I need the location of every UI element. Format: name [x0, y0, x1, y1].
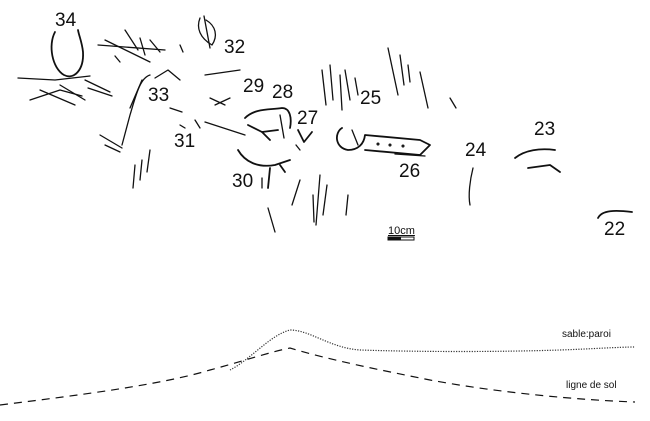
- engraving-30: [237, 149, 301, 233]
- engraving-29: [204, 69, 241, 106]
- wall-profile-line: [229, 329, 636, 371]
- engraving-26: [336, 127, 431, 157]
- label-34: 34: [55, 10, 77, 31]
- engraving-27: [295, 129, 313, 151]
- engraving-34: [17, 29, 113, 106]
- label-25: 25: [360, 88, 382, 109]
- engraving-31: [132, 97, 246, 189]
- label-26: 26: [399, 161, 421, 182]
- engraving-28: [244, 107, 292, 141]
- engraving-25: [312, 47, 457, 226]
- engraving-24: [468, 167, 474, 206]
- ground-line: [0, 347, 636, 406]
- label-23: 23: [534, 119, 556, 140]
- ground-label: ligne de sol: [566, 380, 617, 391]
- label-24: 24: [465, 140, 487, 161]
- scale-label: 10cm: [388, 225, 415, 237]
- label-30: 30: [232, 171, 254, 192]
- label-31: 31: [174, 131, 196, 152]
- scale-bar: [387, 236, 415, 241]
- label-32: 32: [224, 37, 246, 58]
- label-28: 28: [272, 82, 294, 103]
- label-27: 27: [297, 108, 319, 129]
- engraving-22: [597, 210, 633, 219]
- engraving-33: [99, 69, 183, 153]
- engraving-hatch-top: [97, 29, 166, 63]
- label-29: 29: [243, 76, 265, 97]
- wall-label: sable:paroi: [562, 329, 611, 340]
- engraving-23: [514, 148, 561, 173]
- engraving-32: [179, 15, 217, 53]
- label-22: 22: [604, 219, 626, 240]
- label-33: 33: [148, 85, 170, 106]
